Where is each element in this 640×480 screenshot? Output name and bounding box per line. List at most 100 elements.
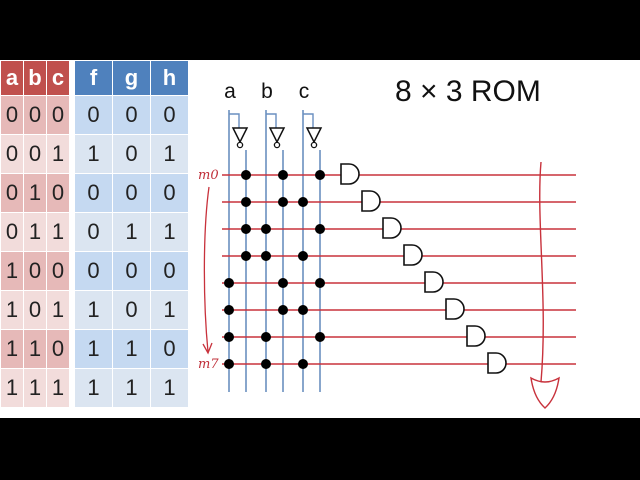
row-label-first: m0 [198,168,219,183]
row-label-last: m7 [198,357,219,372]
output-cell-g: 1 [113,330,150,368]
header-f: f [75,61,112,95]
connection-dot [261,359,271,369]
connection-dot [278,170,288,180]
and-gate-icon [361,190,381,212]
inverter-feed-b [266,113,277,128]
connection-dot [278,278,288,288]
output-cell-g: 0 [113,252,150,290]
output-cell-h: 0 [151,330,188,368]
input-cell-c: 0 [47,252,69,290]
cell-gap [70,252,74,290]
row-labels: m0 m7 [198,168,219,372]
inverter-bubble-icon [273,141,281,149]
cell-gap [70,213,74,251]
output-cell-h: 1 [151,135,188,173]
output-cell-h: 0 [151,174,188,212]
input-label-a: a [224,80,236,103]
cell-gap [70,96,74,134]
output-cell-h: 1 [151,291,188,329]
inverter-icon [231,127,249,144]
row-range-arrow [203,186,210,353]
inverter-feed-c [303,113,314,128]
input-cell-c: 1 [47,213,69,251]
connection-dot [261,224,271,234]
input-cell-a: 0 [1,213,23,251]
connection-dots [224,170,325,369]
output-cell-f: 0 [75,174,112,212]
input-cell-a: 0 [1,174,23,212]
inverters [231,127,323,149]
cell-gap [70,291,74,329]
and-gate-icon [382,217,402,239]
connection-dot [241,224,251,234]
input-cell-b: 0 [24,291,46,329]
cell-gap [70,174,74,212]
connection-dot [261,251,271,261]
input-cell-c: 1 [47,369,69,407]
header-h: h [151,61,188,95]
slide-title: 8 × 3 ROM [395,75,541,108]
and-gate-icon [466,325,486,347]
header-c: c [47,61,69,95]
connection-dot [278,197,288,207]
and-gate-icon [424,271,444,293]
input-cell-b: 0 [24,135,46,173]
connection-dot [241,170,251,180]
and-gates [340,163,507,374]
input-cell-b: 0 [24,252,46,290]
connection-dot [298,305,308,315]
output-cell-f: 1 [75,291,112,329]
connection-dot [241,197,251,207]
connection-dot [278,305,288,315]
horizontal-wires [222,174,576,365]
connection-dot [298,251,308,261]
input-cell-c: 1 [47,291,69,329]
connection-dot [224,305,234,315]
connection-dot [261,332,271,342]
output-bus [530,161,560,409]
connection-dot [224,278,234,288]
inverter-icon [305,127,323,144]
input-cell-a: 0 [1,96,23,134]
output-cell-f: 1 [75,369,112,407]
output-cell-f: 0 [75,252,112,290]
connection-dot [315,224,325,234]
input-cell-c: 0 [47,330,69,368]
input-cell-a: 1 [1,291,23,329]
input-label-c: c [299,80,310,103]
connection-dot [224,359,234,369]
vertical-wires [228,110,321,392]
output-cell-g: 0 [113,135,150,173]
or-gate-icon [530,376,560,409]
connection-dot [224,332,234,342]
input-cell-a: 1 [1,252,23,290]
header-gap [70,61,74,95]
connection-dot [315,278,325,288]
connection-dot [298,359,308,369]
output-cell-f: 0 [75,96,112,134]
cell-gap [70,330,74,368]
inverter-icon [268,127,286,144]
output-cell-h: 0 [151,252,188,290]
input-cell-b: 0 [24,96,46,134]
input-cell-b: 1 [24,213,46,251]
output-cell-h: 0 [151,96,188,134]
input-cell-b: 1 [24,369,46,407]
cell-gap [70,135,74,173]
input-cell-c: 0 [47,96,69,134]
output-cell-h: 1 [151,369,188,407]
input-cell-c: 0 [47,174,69,212]
header-g: g [113,61,150,95]
input-cell-b: 1 [24,174,46,212]
connection-dot [315,170,325,180]
output-cell-g: 0 [113,96,150,134]
